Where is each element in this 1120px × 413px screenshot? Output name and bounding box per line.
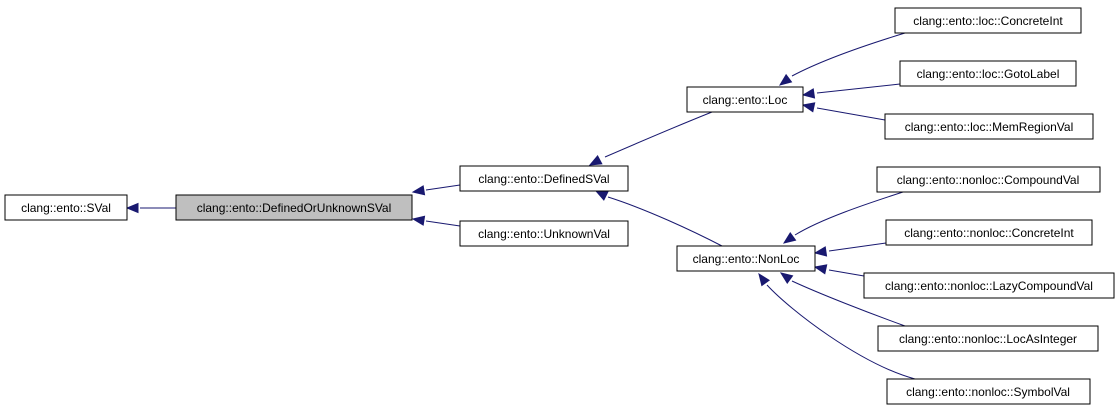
edge-line [828,269,865,277]
edge-line [766,284,916,380]
edge-nonloc-to-defined [594,190,723,247]
edge-line [828,242,887,252]
node-loc-concrete-int-label: clang::ento::loc::ConcreteInt [913,14,1063,28]
node-nonloc-lazy-compound-val[interactable]: clang::ento::nonloc::LazyCompoundVal [863,272,1115,299]
edge-line [816,107,886,121]
edge-line [791,32,906,77]
edge-line [791,280,906,327]
node-loc-label: clang::ento::Loc [703,93,788,107]
edge-nonloc-locasinteger-to-nonloc [779,272,906,327]
edge-nonloc-concreteint-to-nonloc [813,242,887,257]
arrowhead-icon [801,102,816,113]
node-sval[interactable]: clang::ento::SVal [4,194,128,221]
node-nonloc-loc-as-integer-label: clang::ento::nonloc::LocAsInteger [899,332,1077,346]
node-defined-or-unknown-sval-label: clang::ento::DefinedOrUnknownSVal [197,201,392,215]
edge-line [794,191,904,236]
node-loc-mem-region-val[interactable]: clang::ento::loc::MemRegionVal [884,113,1094,140]
node-defined-sval[interactable]: clang::ento::DefinedSVal [459,165,629,192]
edge-line [607,196,723,247]
arrowhead-icon [782,231,797,244]
edge-loc-concreteint-to-loc [778,32,906,86]
edge-nonloc-symbolval-to-nonloc [758,272,916,380]
edge-loc-gotolabel-to-loc [801,83,901,99]
node-nonloc-concrete-int-label: clang::ento::nonloc::ConcreteInt [904,226,1074,240]
node-sval-label: clang::ento::SVal [21,201,111,215]
node-loc[interactable]: clang::ento::Loc [686,86,804,113]
arrowhead-icon [758,272,771,287]
node-unknown-val-label: clang::ento::UnknownVal [478,227,610,241]
node-loc-goto-label-label: clang::ento::loc::GotoLabel [917,67,1060,81]
node-loc-concrete-int[interactable]: clang::ento::loc::ConcreteInt [894,7,1082,34]
edge-line [425,184,461,191]
node-nonloc-symbol-val-label: clang::ento::nonloc::SymbolVal [906,385,1070,399]
edge-defined-or-unknown-to-sval [125,202,176,214]
edge-line [816,83,901,94]
edge-defined-to-defined-or-unknown [411,184,461,196]
node-loc-mem-region-val-label: clang::ento::loc::MemRegionVal [905,120,1074,134]
arrowhead-icon [779,272,794,285]
arrowhead-icon [411,185,426,196]
edge-loc-to-defined [588,111,713,166]
arrowhead-icon [411,215,426,226]
node-nonloc-lazy-compound-val-label: clang::ento::nonloc::LazyCompoundVal [885,279,1093,293]
node-unknown-val[interactable]: clang::ento::UnknownVal [459,220,629,247]
arrowhead-icon [588,154,603,166]
edge-loc-memregionval-to-loc [801,102,886,121]
edge-line [425,220,461,227]
arrowhead-icon [778,73,793,86]
node-loc-goto-label[interactable]: clang::ento::loc::GotoLabel [899,60,1077,87]
node-nonloc-compound-val-label: clang::ento::nonloc::CompoundVal [897,173,1080,187]
edge-nonloc-compoundval-to-nonloc [782,191,904,244]
node-defined-or-unknown-sval: clang::ento::DefinedOrUnknownSVal [175,194,413,221]
node-nonloc-compound-val[interactable]: clang::ento::nonloc::CompoundVal [876,166,1101,193]
edges-layer [125,32,916,380]
node-defined-sval-label: clang::ento::DefinedSVal [478,172,609,186]
arrowhead-icon [813,264,828,275]
node-nonloc-label: clang::ento::NonLoc [693,252,800,266]
edge-nonloc-lazycompoundval-to-nonloc [813,264,865,277]
node-nonloc-loc-as-integer[interactable]: clang::ento::nonloc::LocAsInteger [877,325,1099,352]
arrowhead-icon [801,88,816,99]
node-nonloc-concrete-int[interactable]: clang::ento::nonloc::ConcreteInt [885,219,1093,246]
node-nonloc[interactable]: clang::ento::NonLoc [676,245,816,272]
edge-unknown-to-defined-or-unknown [411,215,461,227]
arrowhead-icon [813,246,828,257]
arrowhead-icon [594,190,609,201]
arrowhead-icon [125,202,139,214]
edge-line [604,111,713,158]
node-nonloc-symbol-val[interactable]: clang::ento::nonloc::SymbolVal [886,378,1091,405]
